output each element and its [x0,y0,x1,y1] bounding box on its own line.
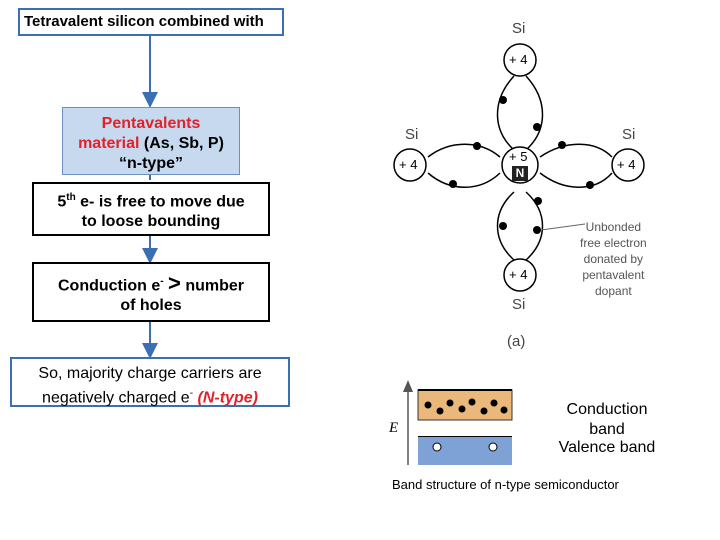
box3-sup: th [66,192,76,203]
conduction-label-1: Conduction [566,401,648,418]
box2-line1: Pentavalents [101,115,201,132]
unbonded-line-5: dopant [595,284,632,298]
box-majority-carriers: So, majority charge carriers are negativ… [10,357,290,407]
dopant-badge: N [512,166,528,181]
box3-num: 5 [57,193,67,211]
box5-line1: So, majority charge carriers are [38,365,262,382]
si-label-top: Si [512,20,526,37]
box1-text: Tetravalent silicon combined with [24,13,264,30]
atom-top [503,43,537,77]
bond-right-top [539,143,613,158]
box-tetravalent-silicon: Tetravalent silicon combined with [18,8,284,36]
atom-right [611,148,645,182]
bond-right-bottom [539,172,613,188]
box2-line3: “n-type” [119,155,183,172]
box-free-electron: 5th e- is free to move due to loose boun… [32,182,270,236]
bond-left-bottom [427,172,501,188]
charge-left: + 4 [399,157,418,172]
diagram-caption: (a) [507,333,526,350]
bond-bottom-right [525,191,544,261]
hole-2 [488,442,498,452]
unbonded-line-4: pentavalent [582,268,645,282]
conduction-label-2: band [589,421,625,438]
band-caption: Band structure of n-type semiconductor [392,477,619,492]
energy-axis-label: E [389,420,399,436]
charge-top: + 4 [509,52,528,67]
unbonded-line-3: donated by [583,252,644,266]
atom-left [393,148,427,182]
bond-bottom-left [496,191,515,261]
atom-center [501,146,539,184]
box-conduction-vs-holes: Conduction e- > number of holes [32,262,270,322]
unbonded-note: Unbonded free electron donated by pentav… [580,219,647,299]
conduction-band [417,389,513,421]
si-label-right: Si [622,126,636,143]
box2-line2a: material [78,135,140,152]
box5-line2b: (N-type) [197,389,258,407]
box4-c: of holes [120,297,182,315]
valence-band [418,437,512,465]
bond-top-left [496,75,515,151]
charge-center: + 5 [509,149,528,164]
unbonded-line-1: Unbonded [585,220,642,234]
si-label-bottom: Si [512,296,526,313]
box3-text2: to loose bounding [81,213,221,231]
valence-label: Valence band [558,439,656,456]
si-label-left: Si [405,126,419,143]
box5-line2a: negatively charged e [42,389,190,407]
charge-bottom: + 4 [509,267,528,282]
hole-1 [432,442,442,452]
box4-sup: - [160,276,164,287]
bond-top-right [525,75,544,151]
atom-bottom [503,258,537,292]
box-pentavalent-material: Pentavalents material (As, Sb, P) “n-typ… [62,107,240,175]
box4-gt: > [168,270,181,296]
unbonded-line-2: free electron [580,236,647,250]
box4-b: number [185,277,244,295]
bond-left-top [427,143,501,158]
band-labels: Conduction band Valence band [548,400,666,458]
free-electron [533,226,541,234]
box2-line2b: (As, Sb, P) [143,135,224,152]
box4-a: Conduction e [58,277,161,295]
charge-right: + 4 [617,157,636,172]
box5-sup: - [189,388,194,399]
box3-text1: e- is free to move due [80,193,245,211]
